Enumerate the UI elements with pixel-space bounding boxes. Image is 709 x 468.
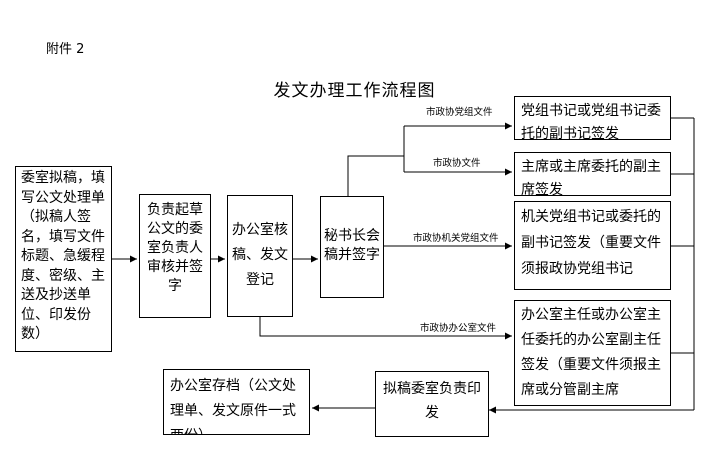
- node-secretary-general-sign-text: 秘书长会稿并签字: [324, 228, 380, 263]
- node-office-archive-text: 办公室存档（公文处理单、发文原件一式两份）: [170, 378, 296, 434]
- node-chairman-sign-text: 主席或主席委托的副主席签发: [521, 159, 661, 196]
- edge-label-cppcc-doc: 市政协文件: [433, 158, 481, 169]
- node-office-head-review: 负责起草公文的委室负责人审核并签字: [139, 194, 211, 318]
- node-organ-party-secretary-sign-text: 机关党组书记或委托的副书记签发（重要文件须报政协党组书记: [521, 209, 661, 277]
- arrow-to-office-director: [259, 317, 512, 340]
- node-general-office-register-text: 办公室核稿、发文登记: [232, 222, 288, 288]
- connector-secretary-up: [347, 155, 404, 196]
- node-drafting-office-print: 拟稿委室负责印发: [375, 371, 489, 437]
- diagram-title: 发文办理工作流程图: [273, 81, 436, 101]
- node-drafting-office: 委室拟稿，填写公文处理单（拟稿人签名，填写文件标题、急缓程度、密级、主送及抄送单…: [15, 166, 112, 352]
- node-secretary-general-sign: 秘书长会稿并签字: [320, 196, 384, 298]
- node-drafting-office-text: 委室拟稿，填写公文处理单（拟稿人签名，填写文件标题、急缓程度、密级、主送及抄送单…: [21, 170, 105, 342]
- node-party-secretary-sign-text: 党组书记或党组书记委托的副书记签发: [521, 103, 661, 140]
- node-office-archive: 办公室存档（公文处理单、发文原件一式两份）: [163, 369, 310, 435]
- edge-label-general-office-doc: 市政协办公室文件: [420, 323, 497, 334]
- node-office-head-review-text: 负责起草公文的委室负责人审核并签字: [147, 202, 203, 294]
- node-drafting-office-print-text: 拟稿委室负责印发: [383, 381, 481, 421]
- node-general-office-register: 办公室核稿、发文登记: [227, 195, 293, 317]
- node-office-director-sign: 办公室主任或办公室主任委托的办公室副主任签发（重要文件须报主席或分管副主席: [514, 300, 671, 406]
- node-organ-party-secretary-sign: 机关党组书记或委托的副书记签发（重要文件须报政协党组书记: [514, 201, 671, 290]
- node-chairman-sign: 主席或主席委托的副主席签发: [514, 152, 671, 196]
- edge-label-party-group-doc: 市政协党组文件: [426, 107, 493, 118]
- node-party-secretary-sign: 党组书记或党组书记委托的副书记签发: [514, 96, 671, 140]
- node-office-director-sign-text: 办公室主任或办公室主任委托的办公室副主任签发（重要文件须报主席或分管副主席: [521, 307, 661, 398]
- attachment-label: 附件 2: [46, 42, 85, 57]
- edge-label-organ-party-group-doc: 市政协机关党组文件: [413, 233, 499, 244]
